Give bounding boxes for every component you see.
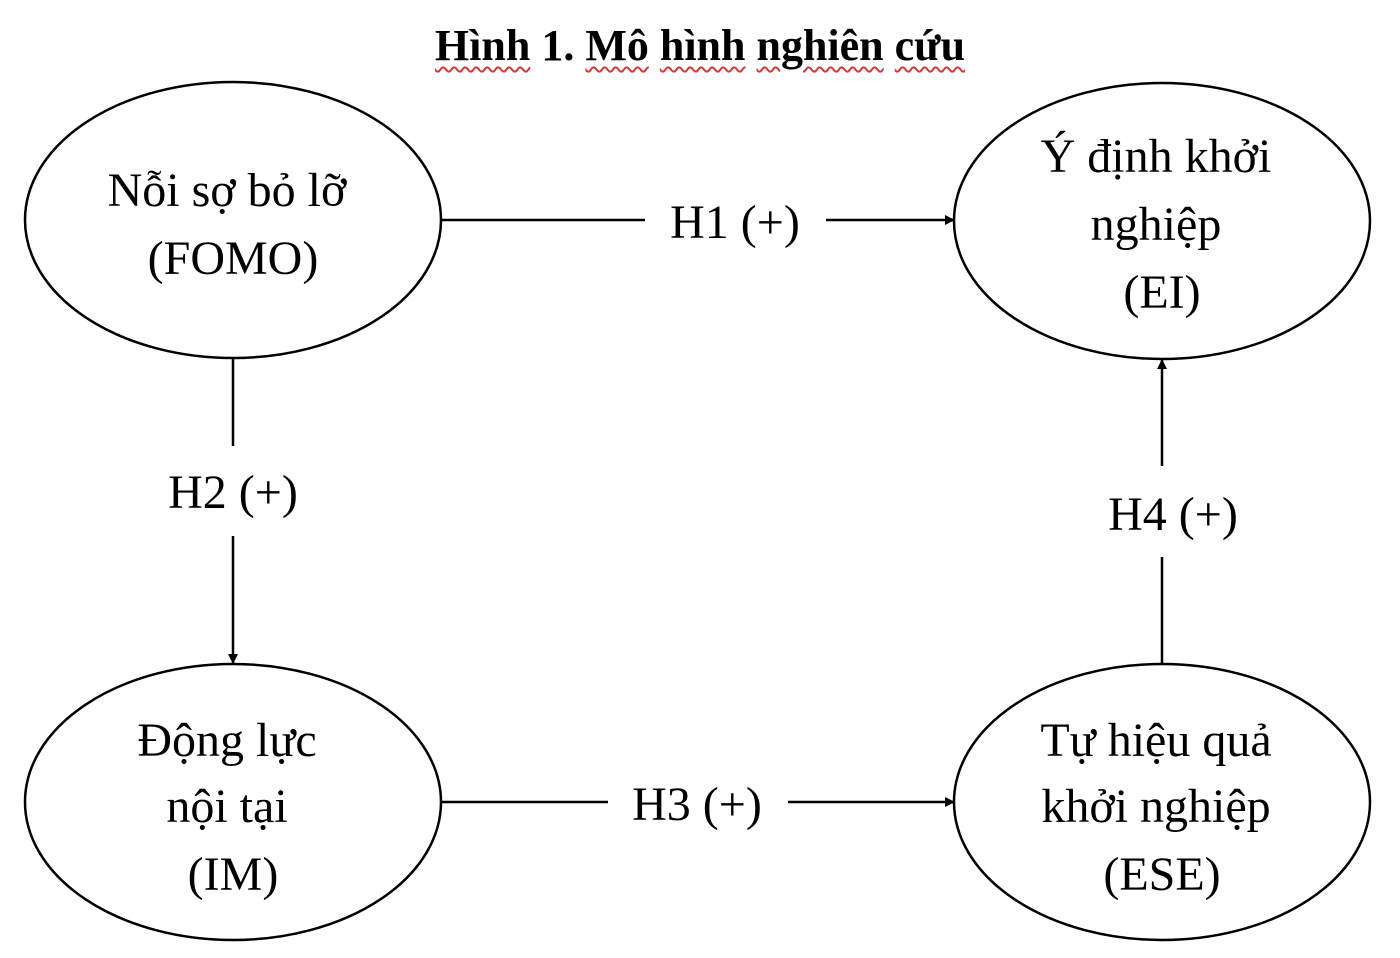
node-ei: Ý định khởi nghiệp (EI) <box>952 81 1372 361</box>
node-ese-label: Tự hiệu quả khởi nghiệp (ESE) <box>1040 714 1283 901</box>
node-im-line: (IM) <box>188 848 279 901</box>
title-word: hình <box>659 21 746 70</box>
figure-title: Hình 1. Mô hình nghiên cứu <box>0 18 1400 74</box>
title-word: 1. <box>541 21 575 70</box>
node-im: Động lực nội tại (IM) <box>23 662 443 942</box>
edge-h2-label: H2 (+) <box>168 466 298 519</box>
node-fomo-label: Nỗi sợ bỏ lỡ (FOMO) <box>108 164 359 285</box>
node-ese-line: Tự hiệu quả <box>1040 714 1271 767</box>
node-fomo: Nỗi sợ bỏ lỡ (FOMO) <box>23 80 443 360</box>
node-im-ellipse <box>23 662 443 942</box>
edge-h1-label: H1 (+) <box>670 196 800 249</box>
edge-h1: H1 (+) <box>442 196 955 249</box>
title-word: Mô <box>585 21 649 70</box>
title-word: nghiên <box>756 21 884 70</box>
node-ei-line: (EI) <box>1123 266 1200 319</box>
node-im-line: nội tại <box>166 780 287 833</box>
node-ese: Tự hiệu quả khởi nghiệp (ESE) <box>952 662 1372 942</box>
title-word: Hình <box>434 21 531 70</box>
node-fomo-ellipse <box>23 80 443 360</box>
node-ese-line: khởi nghiệp <box>1041 780 1270 833</box>
node-ei-line: Ý định khởi <box>1041 130 1272 183</box>
node-fomo-line: Nỗi sợ bỏ lỡ <box>108 164 347 217</box>
node-ese-line: (ESE) <box>1103 848 1220 901</box>
node-fomo-line: (FOMO) <box>148 232 319 285</box>
edge-h3: H3 (+) <box>442 778 955 831</box>
edge-h4: H4 (+) <box>1108 359 1238 664</box>
node-ei-line: nghiệp <box>1091 198 1222 251</box>
node-im-line: Động lực <box>137 714 316 767</box>
edge-h3-label: H3 (+) <box>632 778 762 831</box>
node-im-label: Động lực nội tại (IM) <box>137 714 328 901</box>
node-ei-label: Ý định khởi nghiệp (EI) <box>1041 130 1284 319</box>
edge-h4-label: H4 (+) <box>1108 488 1238 541</box>
title-word: cứu <box>894 21 966 70</box>
edge-h2: H2 (+) <box>168 359 298 664</box>
